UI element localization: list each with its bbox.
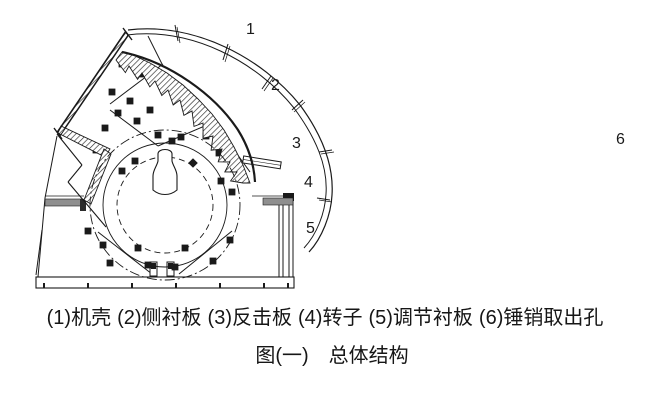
callout-3: 3 bbox=[292, 135, 301, 152]
callout-1: 1 bbox=[246, 21, 255, 38]
caption-label: 反击板 bbox=[232, 307, 292, 329]
machine-base-and-frame bbox=[35, 135, 295, 289]
caption-num: (1) bbox=[46, 307, 72, 329]
impact-plate-serrated-band bbox=[115, 50, 257, 184]
caption-item: (3)反击板 bbox=[208, 305, 292, 331]
caption-num: (6) bbox=[478, 307, 504, 329]
rotor bbox=[89, 129, 241, 281]
callout-2: 2 bbox=[271, 77, 280, 94]
assembly-drawing: 1 2 3 4 5 6 bbox=[35, 21, 625, 289]
callout-6: 6 bbox=[616, 131, 625, 148]
caption-num: (2) bbox=[117, 307, 142, 329]
caption-item: (5)调节衬板 bbox=[368, 305, 472, 331]
left-view-callouts: 1 2 3 4 5 bbox=[246, 21, 315, 237]
left-view-cross-section: 1 2 3 4 5 bbox=[35, 21, 335, 289]
caption-label: 锤销取出孔 bbox=[503, 307, 604, 329]
figure-title: 图(一) 总体结构 bbox=[255, 345, 409, 367]
parts-caption: (1)机壳 (2)侧衬板 (3)反击板 (4)转子 (5)调节衬板 (6)锤销取… bbox=[0, 305, 650, 331]
caption-item: (1)机壳 bbox=[47, 305, 111, 331]
caption-label: 调节衬板 bbox=[392, 307, 473, 329]
caption-num: (5) bbox=[368, 307, 393, 329]
callout-4: 4 bbox=[304, 174, 313, 191]
caption-num: (3) bbox=[207, 307, 232, 329]
caption-label: 机壳 bbox=[71, 307, 112, 329]
feed-chute-liners bbox=[56, 31, 129, 205]
right-view-elevation: 6 bbox=[616, 131, 625, 148]
caption-item: (6)锤销取出孔 bbox=[479, 305, 603, 331]
caption-item: (4)转子 bbox=[298, 305, 362, 331]
caption-label: 侧衬板 bbox=[141, 307, 202, 329]
right-view-callout: 6 bbox=[616, 131, 625, 148]
caption-item: (2)侧衬板 bbox=[117, 305, 201, 331]
caption-num: (4) bbox=[298, 307, 323, 329]
callout-5: 5 bbox=[306, 220, 315, 237]
caption-label: 转子 bbox=[322, 307, 363, 329]
